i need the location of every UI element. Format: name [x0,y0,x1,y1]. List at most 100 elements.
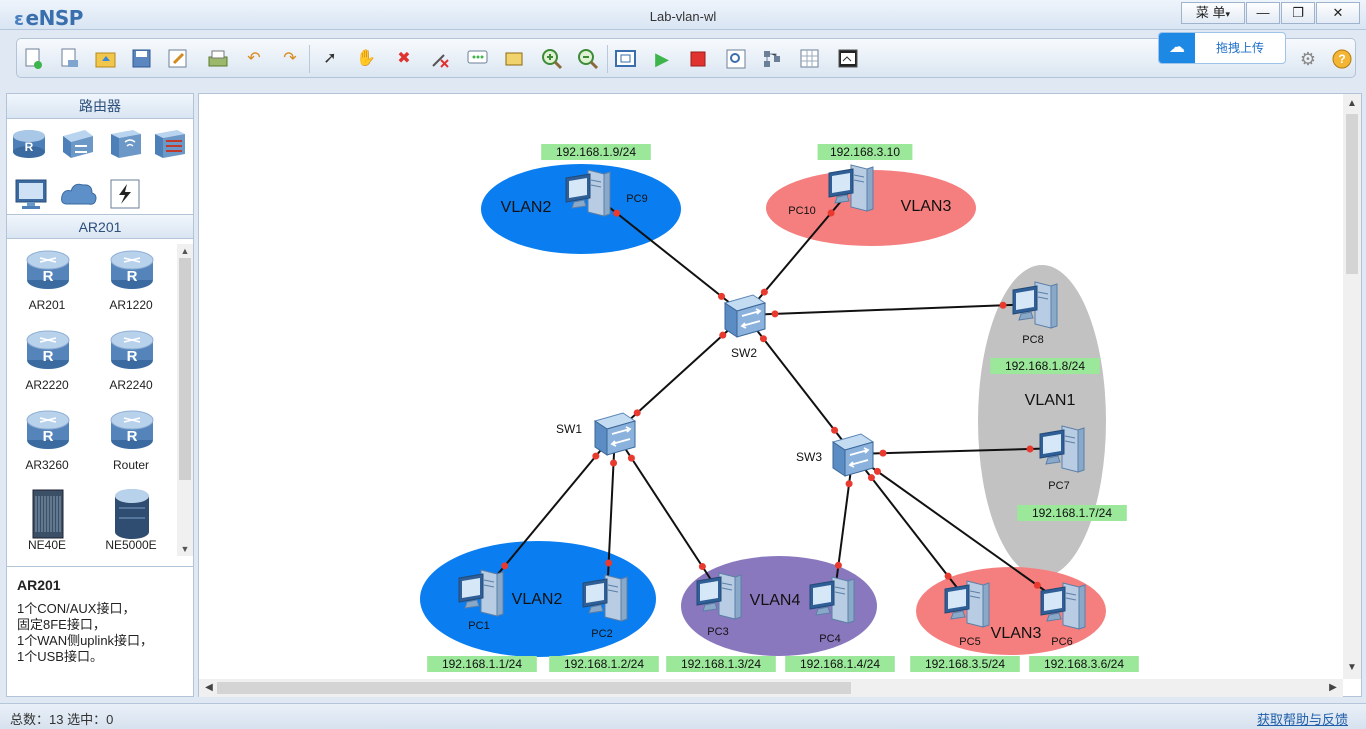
pc-pc10[interactable] [828,164,874,212]
switch-sw1[interactable] [593,412,637,456]
grid-button[interactable] [797,46,823,72]
switch-sw3[interactable] [831,433,875,477]
select-tool-button[interactable]: ➚ [317,46,343,72]
capture-button[interactable] [723,46,749,72]
switch-sw2[interactable] [723,294,767,338]
port-status-dot [698,563,706,571]
pc-pc8[interactable] [1012,281,1058,329]
network-link[interactable] [833,453,854,600]
text-note-button[interactable] [465,46,491,72]
device-label: AR201 [28,298,66,312]
device-item-ne40e[interactable]: NE40E [7,484,87,560]
close-button[interactable]: ✕ [1316,2,1360,24]
ip-address-label[interactable]: 192.168.3.10 [830,145,900,159]
save-as-button[interactable] [165,46,191,72]
scroll-left-icon[interactable]: ◀ [205,682,213,693]
device-list-scrollbar[interactable]: ▲ ▼ [177,244,193,556]
scroll-thumb[interactable] [217,682,851,694]
category-router[interactable]: R [11,126,47,162]
delete-button[interactable]: ✖ [391,46,417,72]
redo-button[interactable]: ↷ [277,46,303,72]
pc-pc3[interactable] [696,572,742,620]
network-link[interactable] [744,303,1038,316]
port-status-dot [760,288,768,296]
vlan-area-vlan2[interactable] [420,541,656,657]
description-line: 1个WAN侧uplink接口， [17,633,154,648]
pc-pc1[interactable] [458,569,504,617]
network-link[interactable] [614,314,746,434]
ip-address-label[interactable]: 192.168.1.4/24 [800,657,880,671]
vertical-scrollbar[interactable]: ▲ ▼ [1343,94,1361,679]
pc-pc2[interactable] [582,574,628,622]
zoom-out-button[interactable] [575,46,601,72]
ip-address-label[interactable]: 192.168.1.1/24 [442,657,522,671]
delete-link-button[interactable] [427,46,453,72]
new-lab-button[interactable] [57,46,83,72]
minimize-button[interactable]: — [1246,2,1280,24]
pc-pc9[interactable] [565,169,611,217]
scroll-thumb[interactable] [179,258,191,480]
ip-address-label[interactable]: 192.168.1.7/24 [1032,506,1112,520]
open-button[interactable] [93,46,119,72]
rectangle-icon [505,52,523,66]
pc-pc6[interactable] [1040,582,1086,630]
scroll-right-icon[interactable]: ▶ [1329,682,1337,693]
new-topology-button[interactable] [21,46,47,72]
category-wireless[interactable] [107,126,143,162]
scroll-up-icon[interactable]: ▲ [180,246,190,256]
help-button[interactable]: ? [1329,46,1355,72]
ip-address-label[interactable]: 192.168.1.2/24 [564,657,644,671]
drag-upload-widget[interactable]: ☁ 拖拽上传 [1158,32,1286,64]
save-button[interactable] [129,46,155,72]
ip-address-label[interactable]: 192.168.1.3/24 [681,657,761,671]
device-label: AR2220 [25,378,69,392]
category-firewall[interactable] [151,126,187,162]
pan-tool-button[interactable]: ✋ [353,46,379,72]
zoom-in-button[interactable] [539,46,565,72]
print-button[interactable] [205,46,231,72]
settings-button[interactable]: ⚙ [1295,46,1321,72]
scroll-thumb[interactable] [1346,114,1358,274]
scroll-down-icon[interactable]: ▼ [180,544,190,554]
vlan-area-vlan1[interactable] [978,265,1106,577]
scroll-up-icon[interactable]: ▲ [1347,98,1357,109]
maximize-button[interactable]: ❐ [1281,2,1315,24]
undo-button[interactable]: ↶ [241,46,267,72]
app-name: eNSP [25,6,84,30]
help-feedback-link[interactable]: 获取帮助与反馈 [1256,712,1348,727]
pc-pc4[interactable] [809,576,855,624]
ip-address-label[interactable]: 192.168.1.9/24 [556,145,636,159]
start-devices-button[interactable]: ▶ [649,46,675,72]
horizontal-scrollbar[interactable]: ◀ ▶ [199,679,1343,697]
category-terminal[interactable] [13,176,49,212]
menu-button[interactable]: 菜 单▾ [1181,2,1245,24]
topology-button[interactable] [759,46,785,72]
port-status-dot [999,301,1007,309]
network-link[interactable] [852,453,1066,606]
rectangle-tool-button[interactable] [501,46,527,72]
stop-devices-button[interactable] [685,46,711,72]
pc-pc5[interactable] [944,580,990,628]
category-cloud[interactable] [59,176,97,212]
device-item-ne5000e[interactable]: NE5000E [91,484,171,560]
category-switch[interactable] [59,126,95,162]
pc-pc7[interactable] [1039,425,1085,473]
vlan-area-vlan2[interactable] [481,164,681,254]
scroll-down-icon[interactable]: ▼ [1347,662,1357,673]
ip-address-label[interactable]: 192.168.3.5/24 [925,657,1005,671]
fit-view-button[interactable] [613,46,639,72]
ip-address-label[interactable]: 192.168.3.6/24 [1044,657,1124,671]
ip-tag-background [1017,505,1127,521]
ip-address-label[interactable]: 192.168.1.8/24 [1005,359,1085,373]
cli-button[interactable] [835,46,861,72]
category-connection[interactable] [107,176,143,212]
network-link[interactable] [744,314,854,455]
